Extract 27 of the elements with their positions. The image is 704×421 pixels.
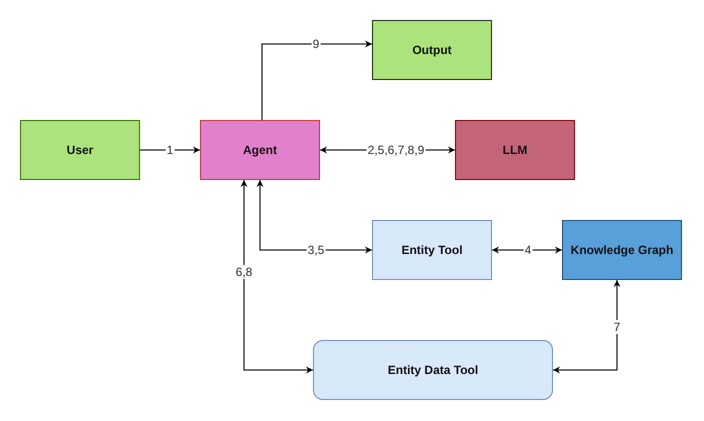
edge-label: 6,8 — [234, 265, 254, 279]
edge-label: 3,5 — [306, 243, 326, 257]
arrow — [256, 180, 372, 254]
arrow — [552, 280, 620, 374]
tool-box — [313, 340, 553, 400]
node-label: Entity Tool — [401, 243, 463, 257]
edge-label: 4 — [524, 243, 532, 257]
node-label: Output — [412, 43, 452, 57]
edge-label: 9 — [312, 37, 320, 51]
node-label: Knowledge Graph — [570, 243, 674, 257]
tool-box — [372, 220, 492, 280]
edge-label: 2,5,6,7,8,9 — [366, 143, 426, 157]
output-box — [372, 20, 492, 80]
arrow — [492, 246, 562, 254]
arrow — [262, 40, 372, 120]
arrow — [240, 180, 314, 374]
user-box — [20, 120, 140, 180]
knowledge-graph-box — [562, 220, 682, 280]
arrow — [140, 146, 200, 154]
edge-label: 1 — [166, 143, 174, 157]
node-label: LLM — [502, 143, 528, 157]
edge-label: 7 — [612, 320, 622, 334]
llm-box — [455, 120, 575, 180]
node-label: Entity Data Tool — [388, 363, 478, 377]
agent-box — [200, 120, 320, 180]
node-label: User — [66, 143, 94, 157]
node-label: Agent — [243, 143, 277, 157]
